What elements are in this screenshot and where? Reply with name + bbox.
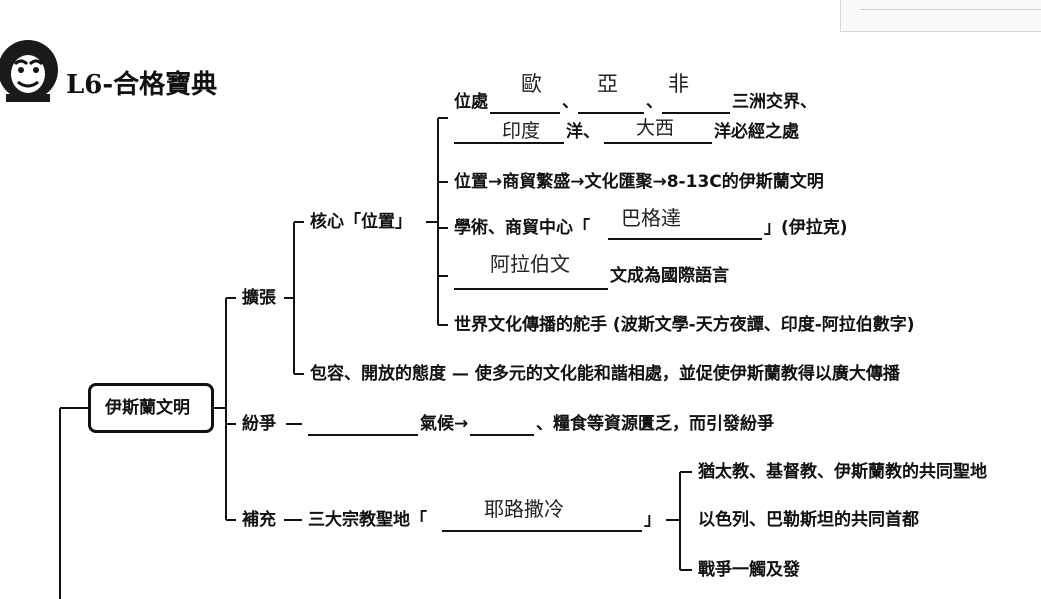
answer-arabic: 阿拉伯文 [490, 252, 570, 276]
logo-title: L6-合格寶典 [66, 70, 218, 100]
ocean-sep: 洋、 [566, 122, 600, 142]
tolerance-text: 包容、開放的態度 — 使多元的文化能和諧相處，並促使伊斯蘭教得以廣大傳播 [310, 364, 900, 384]
answer-baghdad: 巴格達 [621, 206, 681, 230]
location-sep1: 、 [562, 92, 579, 112]
blank-africa [662, 112, 730, 114]
supplement-note-1: 猶太教、基督教、伊斯蘭教的共同聖地 [698, 462, 987, 482]
blank-europe [490, 112, 560, 114]
center-prefix: 學術、商貿中心「 [454, 218, 590, 238]
supplement-note-2: 以色列、巴勒斯坦的共同首都 [698, 510, 919, 530]
location-suffix: 三洲交界、 [732, 92, 817, 112]
daruma-icon [0, 40, 58, 102]
answer-indian: 印度 [502, 120, 541, 142]
blank-asia [578, 112, 644, 114]
blank-water [470, 434, 534, 436]
answer-africa: 非 [668, 72, 689, 96]
window-divider [860, 9, 1041, 10]
window-corner [840, 0, 1041, 32]
conflict-mid: 氣候→ [420, 414, 469, 434]
blank-atlantic [604, 142, 712, 144]
location-chain: 位置→商貿繁盛→文化匯聚→8-13C的伊斯蘭文明 [454, 172, 824, 192]
supplement-suffix: 」 [644, 510, 661, 530]
answer-atlantic: 大西 [636, 117, 675, 139]
location-prefix: 位處 [454, 92, 488, 112]
blank-arabic [454, 288, 608, 290]
root-label: 伊斯蘭文明 [105, 398, 190, 418]
conflict-suffix: 、糧食等資源匱乏，而引發紛爭 [536, 414, 774, 434]
blank-jerusalem [442, 530, 642, 532]
center-suffix: 」(伊拉克) [764, 218, 848, 238]
branch-expand-label: 擴張 [242, 288, 276, 308]
location-sep2: 、 [646, 92, 663, 112]
blank-indian [454, 142, 564, 144]
language-suffix: 文成為國際語言 [610, 266, 729, 286]
culture-spread-text: 世界文化傳播的舵手 (波斯文學-天方夜譚、印度-阿拉伯數字) [454, 315, 915, 335]
supplement-note-3: 戰爭一觸及發 [698, 560, 800, 580]
supplement-prefix: 三大宗教聖地「 [308, 510, 427, 530]
answer-jerusalem: 耶路撒冷 [484, 497, 564, 521]
answer-asia: 亞 [597, 72, 618, 96]
branch-supplement-label: 補充 [242, 510, 276, 530]
blank-climate [308, 434, 418, 436]
root-node [88, 383, 214, 433]
answer-europe: 歐 [521, 72, 542, 96]
branch-conflict-label: 紛爭 [242, 414, 276, 434]
blank-baghdad [608, 238, 762, 240]
core-location-label: 核心「位置」 [310, 212, 412, 232]
ocean-suffix: 洋必經之處 [714, 122, 799, 142]
